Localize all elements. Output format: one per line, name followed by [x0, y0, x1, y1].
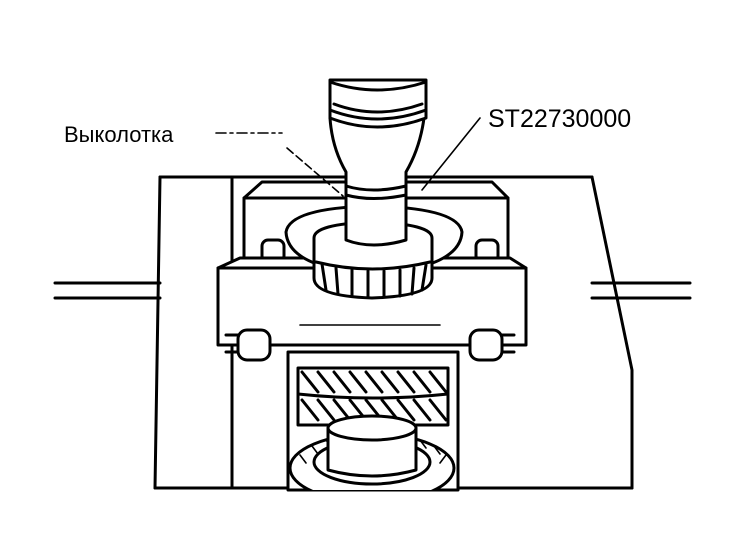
leader-lines — [215, 117, 481, 197]
label-tool-number: ST22730000 — [488, 105, 631, 133]
press-rails — [53, 281, 692, 300]
label-drift: Выколотка — [64, 122, 174, 147]
drift-tool — [328, 78, 428, 247]
gear-assembly — [286, 350, 460, 492]
